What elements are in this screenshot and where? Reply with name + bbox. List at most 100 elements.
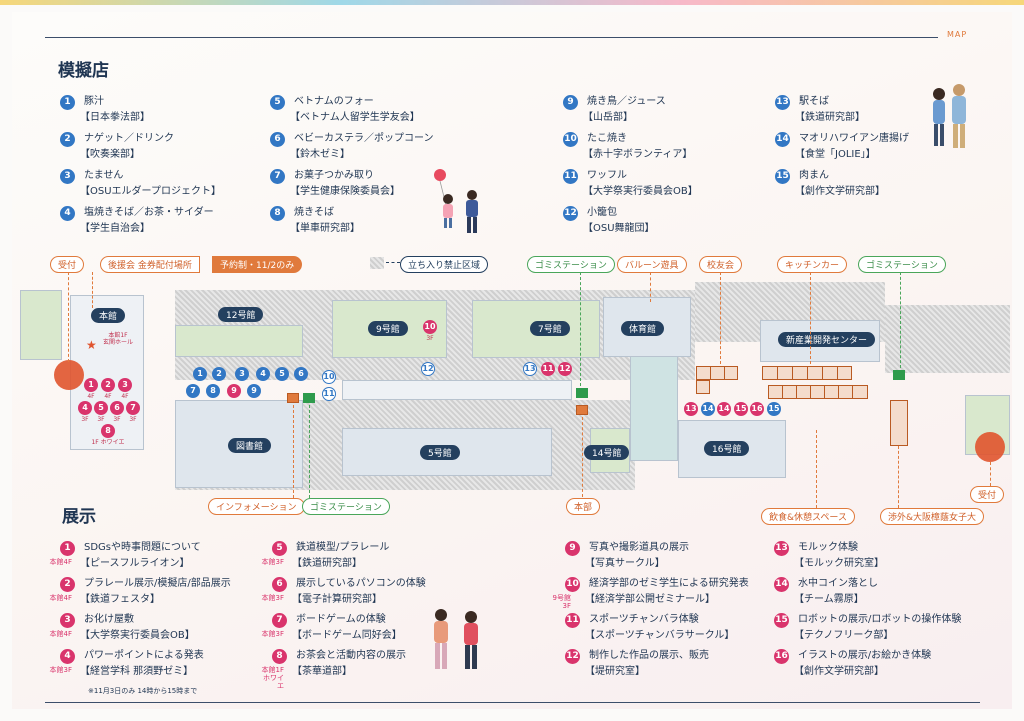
map-label: MAP bbox=[947, 30, 968, 39]
exhibit-title: 水中コイン落とし bbox=[798, 578, 878, 589]
exhibit-number: 3 bbox=[60, 613, 75, 628]
exhibit-title: プラレール展示/模擬店/部品展示 bbox=[84, 578, 231, 589]
stall-marker-4[interactable]: 4 bbox=[256, 367, 270, 381]
exhibit-marker-7[interactable]: 7 bbox=[126, 401, 140, 415]
stall-title: ワッフル bbox=[587, 170, 627, 181]
gomi-station-tag-2: ゴミステーション bbox=[858, 256, 946, 273]
exhibit-marker-5[interactable]: 5 bbox=[94, 401, 108, 415]
stall-marker-8[interactable]: 8 bbox=[206, 384, 220, 398]
stall-marker-15[interactable]: 15 bbox=[767, 402, 781, 416]
leader-line bbox=[309, 405, 310, 498]
exhibit-marker-8[interactable]: 8 bbox=[101, 424, 115, 438]
floor-label: 3F bbox=[129, 416, 137, 423]
exhibit-number: 8 bbox=[272, 649, 287, 664]
leader-line bbox=[580, 272, 581, 386]
hq-box bbox=[576, 405, 588, 415]
stall-org: 【学生健康保険委員会】 bbox=[290, 186, 400, 197]
leader-line bbox=[720, 272, 721, 364]
exhibit-marker-12[interactable]: 12 bbox=[558, 362, 572, 376]
exhibit-marker-11[interactable]: 11 bbox=[541, 362, 555, 376]
rest-space-tag: 飲食&休憩スペース bbox=[761, 508, 855, 525]
exhibit-marker-4[interactable]: 4 bbox=[78, 401, 92, 415]
floor-label: 4F bbox=[104, 393, 112, 400]
stall-marker-9[interactable]: 9 bbox=[247, 384, 261, 398]
stall-org: 【単車研究部】 bbox=[290, 223, 360, 234]
exhibit-title: お茶会と活動内容の展示 bbox=[296, 650, 406, 661]
walkway bbox=[342, 380, 572, 400]
reception-tag-left: 受付 bbox=[50, 256, 85, 273]
stall-number: 14 bbox=[775, 132, 790, 147]
stall-org: 【OSUエルダープロジェクト】 bbox=[80, 186, 221, 197]
exhibit-number: 11 bbox=[565, 613, 580, 628]
innovation-center-label: 新産業開発センター bbox=[778, 332, 876, 347]
exhibit-marker-16[interactable]: 16 bbox=[750, 402, 764, 416]
exhibit-org: 【経済学部公開ゼミナール】 bbox=[585, 594, 715, 605]
stalls-title: 模擬店 bbox=[58, 56, 109, 83]
stall-marker-7[interactable]: 7 bbox=[186, 384, 200, 398]
kids-balloon-illustration bbox=[430, 165, 490, 237]
stall-number: 7 bbox=[270, 169, 285, 184]
exhibit-marker-15[interactable]: 15 bbox=[734, 402, 748, 416]
building-12-label: 12号館 bbox=[218, 307, 264, 322]
exhibit-floor: 本館4F bbox=[49, 594, 72, 602]
exhibits-title: 展示 bbox=[62, 502, 96, 529]
building-12 bbox=[175, 325, 303, 357]
stall-marker-12[interactable]: 12 bbox=[421, 362, 435, 376]
main-building-annex bbox=[20, 290, 62, 360]
exhibit-marker-2[interactable]: 2 bbox=[101, 378, 115, 392]
stall-marker-13[interactable]: 13 bbox=[523, 362, 537, 376]
stall-org: 【鉄道研究部】 bbox=[795, 112, 865, 123]
exhibit-number: 13 bbox=[774, 541, 789, 556]
gomi-box bbox=[893, 370, 905, 380]
exhibit-org: 【経営学科 那須野ゼミ】 bbox=[80, 666, 194, 677]
note: ※11月3日のみ 14時から15時まで bbox=[88, 687, 198, 695]
stall-number: 13 bbox=[775, 95, 790, 110]
stall-marker-1[interactable]: 1 bbox=[193, 367, 207, 381]
exhibit-org: 【鉄道研究部】 bbox=[292, 558, 362, 569]
exhibit-marker-1[interactable]: 1 bbox=[84, 378, 98, 392]
exhibit-marker-14[interactable]: 14 bbox=[717, 402, 731, 416]
stall-marker-3[interactable]: 3 bbox=[235, 367, 249, 381]
stall-marker-11[interactable]: 11 bbox=[322, 387, 336, 401]
stall-title: ベトナムのフォー bbox=[294, 96, 374, 107]
leader-line bbox=[68, 272, 69, 362]
stall-org: 【赤十字ボランティア】 bbox=[583, 149, 693, 160]
exhibit-marker-10[interactable]: 10 bbox=[423, 320, 437, 334]
stall-marker-5[interactable]: 5 bbox=[275, 367, 289, 381]
leader-line bbox=[650, 272, 651, 302]
exhibit-marker-9[interactable]: 9 bbox=[227, 384, 241, 398]
stall-number: 8 bbox=[270, 206, 285, 221]
stall-org: 【創作文学研究部】 bbox=[795, 186, 885, 197]
exhibit-title: ロボットの展示/ロボットの操作体験 bbox=[798, 614, 962, 625]
exhibit-marker-6[interactable]: 6 bbox=[110, 401, 124, 415]
exhibit-title: 制作した作品の展示、販売 bbox=[589, 650, 709, 661]
alumni-tag: 校友会 bbox=[699, 256, 743, 273]
stall-marker-14a[interactable]: 14 bbox=[701, 402, 715, 416]
restricted-connector bbox=[386, 262, 400, 263]
exhibit-title: お化け屋敷 bbox=[84, 614, 134, 625]
exhibit-floor: 本館3F bbox=[261, 558, 284, 566]
exhibit-org: 【スポーツチャンバラサークル】 bbox=[585, 630, 735, 641]
foyer-label: 1F ホワイエ bbox=[91, 439, 125, 446]
balloon-tag: バルーン遊具 bbox=[617, 256, 687, 273]
stall-marker-6[interactable]: 6 bbox=[294, 367, 308, 381]
exhibit-number: 7 bbox=[272, 613, 287, 628]
building-14-label: 14号館 bbox=[584, 445, 630, 460]
building-7-label: 7号館 bbox=[530, 321, 570, 336]
reservation-tag: 予約制・11/2のみ bbox=[212, 256, 303, 273]
stall-marker-10[interactable]: 10 bbox=[322, 370, 336, 384]
exhibit-marker-3[interactable]: 3 bbox=[118, 378, 132, 392]
exhibit-floor: 本館3F bbox=[49, 666, 72, 674]
bottom-rule bbox=[45, 702, 980, 703]
stall-org: 【学生自治会】 bbox=[80, 223, 150, 234]
stall-marker-2[interactable]: 2 bbox=[212, 367, 226, 381]
floor-label: 3F bbox=[426, 335, 434, 342]
exhibit-org: 【大学祭実行委員会OB】 bbox=[80, 630, 195, 641]
exhibit-org: 【ピースフルライオン】 bbox=[80, 558, 190, 569]
exhibit-number: 16 bbox=[774, 649, 789, 664]
exhibit-title: スポーツチャンバラ体験 bbox=[589, 614, 699, 625]
exhibit-marker-13[interactable]: 13 bbox=[684, 402, 698, 416]
exhibit-floor: 本館1F ホワイエ bbox=[261, 666, 284, 690]
exhibit-floor: 本館4F bbox=[49, 558, 72, 566]
exhibit-floor: 本館3F bbox=[261, 630, 284, 638]
